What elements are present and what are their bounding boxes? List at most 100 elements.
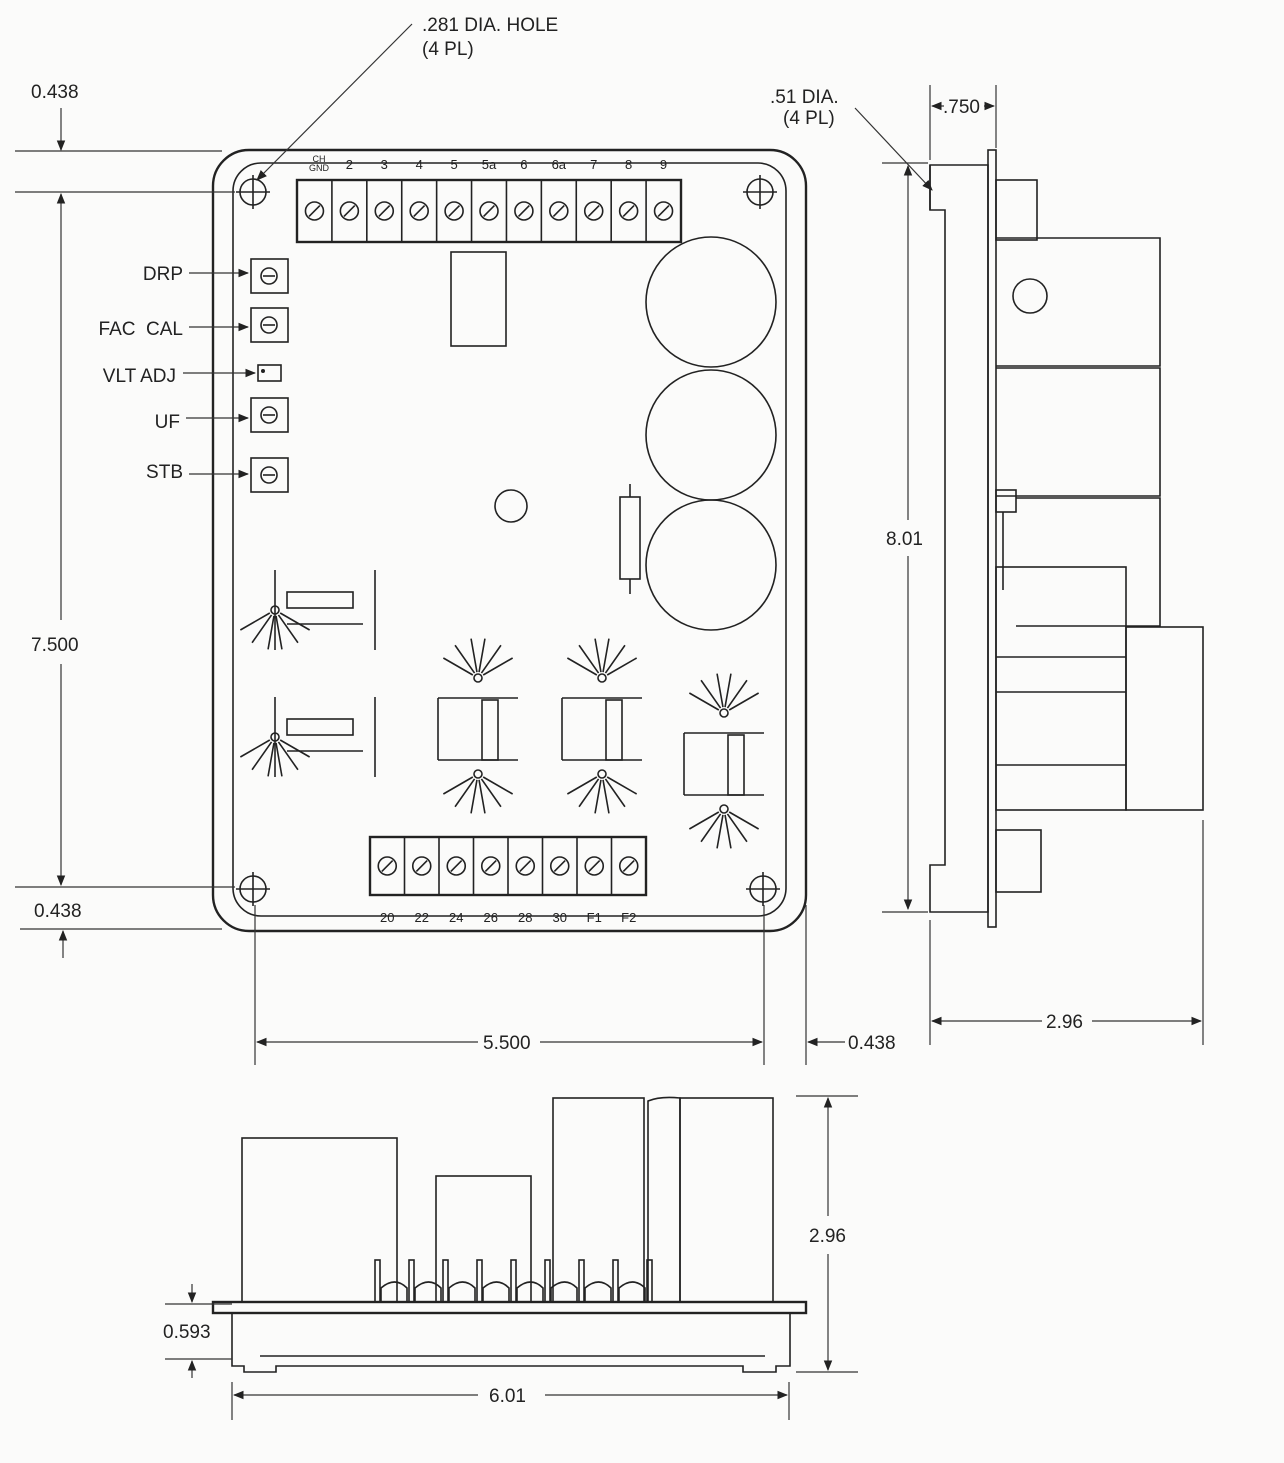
- drp-pot: [250, 258, 289, 294]
- terminal-top-label-3: 4: [416, 157, 423, 172]
- bottom-dimensions: [165, 1095, 858, 1420]
- terminal-top-screw-1: [339, 201, 360, 221]
- terminal-bottom-label-7: F2: [621, 910, 636, 925]
- terminal-top-label-0b: GND: [309, 163, 330, 173]
- terminal-bottom-label-1: 22: [415, 910, 429, 925]
- hole-note: .281 DIA. HOLE: [422, 15, 558, 36]
- vlt-adj-jack: [257, 364, 282, 382]
- terminal-top-screw-7: [549, 201, 569, 221]
- terminal-top-screw-4: [444, 201, 464, 221]
- dim-side-margin: 0.438: [848, 1033, 896, 1054]
- bottom-board: [211, 1300, 808, 1315]
- heat-sink-1: [239, 697, 376, 777]
- test-point: [494, 489, 528, 523]
- control-pots: [250, 258, 289, 493]
- terminal-bottom-screw-5: [549, 856, 570, 876]
- side-board: [987, 149, 997, 928]
- capacitor-2: [645, 369, 777, 501]
- terminal-bottom-screw-4: [515, 856, 536, 876]
- fac-cal-pot: [250, 307, 289, 343]
- terminal-top-label-9: 8: [625, 157, 632, 172]
- side-view: [929, 149, 1204, 928]
- bottom-heatsink-1: [552, 1097, 645, 1303]
- side-capacitor-1: [996, 237, 1161, 367]
- terminal-top-label-8: 7: [590, 157, 597, 172]
- dim-bottom-width: 6.01: [489, 1386, 526, 1407]
- side-cover: [929, 164, 989, 913]
- resistor: [619, 496, 641, 580]
- dim-side-width: 2.96: [1046, 1012, 1083, 1033]
- hole-top-left: [236, 175, 270, 209]
- side-heatsink: [995, 566, 1127, 811]
- heat-sink-2: [437, 638, 518, 814]
- top-terminal-strip: [295, 178, 683, 244]
- side-capacitor-3: [1016, 497, 1161, 627]
- bottom-capacitor: [241, 1137, 398, 1303]
- terminal-top-screw-10: [653, 201, 674, 221]
- terminal-top-label-2: 3: [381, 157, 388, 172]
- stud-note: .51 DIA.: [770, 87, 839, 108]
- dim-hole-spacing-h: 5.500: [483, 1033, 531, 1054]
- terminal-top-label-7: 6a: [552, 157, 567, 172]
- terminal-bottom-label-6: F1: [587, 910, 602, 925]
- hole-bottom-left: [236, 872, 270, 906]
- bottom-heatsink-2: [679, 1097, 774, 1303]
- uf-pot: [250, 397, 289, 433]
- terminal-top-label-10: 9: [660, 157, 667, 172]
- terminal-top-screw-6: [514, 201, 534, 221]
- hole-bottom-right: [746, 872, 780, 906]
- control-label-uf: UF: [155, 412, 180, 433]
- control-label-drp: DRP: [143, 264, 183, 285]
- terminal-top-label-0a: CH: [313, 154, 326, 164]
- terminal-bottom-screw-3: [480, 856, 501, 876]
- control-label-vlt-adj: VLT ADJ: [103, 366, 176, 387]
- dim-top-margin: 0.438: [31, 82, 79, 103]
- terminal-bottom-label-4: 28: [518, 910, 532, 925]
- dim-side-height: 8.01: [886, 529, 923, 550]
- hole-top-right: [743, 175, 777, 209]
- stb-pot: [250, 457, 289, 493]
- side-capacitor-2: [996, 367, 1161, 497]
- dim-side-depth: .750: [943, 97, 980, 118]
- terminal-top-screw-5: [479, 201, 499, 221]
- capacitor-3: [645, 499, 777, 631]
- heat-sink-4: [683, 673, 764, 849]
- terminal-top-label-5: 5a: [482, 157, 497, 172]
- terminal-bottom-label-3: 26: [484, 910, 498, 925]
- dim-hole-spacing-v: 7.500: [31, 635, 79, 656]
- bottom-terminal-strip: [368, 835, 648, 897]
- relay: [450, 251, 507, 347]
- dim-bottom-base: 0.593: [163, 1322, 211, 1343]
- bottom-terminal-pins: [374, 1259, 653, 1303]
- heat-sink-0: [239, 570, 376, 650]
- terminal-bottom-screw-6: [584, 856, 605, 876]
- heat-sinks: [239, 570, 764, 849]
- terminal-top-label-1: 2: [346, 157, 353, 172]
- capacitor-1: [645, 236, 777, 368]
- control-label-stb: STB: [146, 462, 183, 483]
- terminal-bottom-screw-0: [377, 856, 398, 876]
- dim-bottom-margin: 0.438: [34, 901, 82, 922]
- hole-count: (4 PL): [422, 39, 474, 60]
- control-label-fac-cal: FAC CAL: [99, 319, 183, 340]
- heat-sink-3: [561, 638, 642, 814]
- terminal-top-screw-8: [583, 201, 604, 221]
- terminal-bottom-label-5: 30: [553, 910, 567, 925]
- terminal-bottom-label-0: 20: [380, 910, 394, 925]
- terminal-top-screw-9: [618, 201, 639, 221]
- dim-bottom-height: 2.96: [809, 1226, 846, 1247]
- terminal-bottom-screw-7: [618, 856, 639, 876]
- front-dimensions: [15, 23, 845, 1065]
- terminal-top-screw-2: [374, 201, 395, 221]
- stud-count: (4 PL): [783, 108, 835, 129]
- terminal-bottom-screw-2: [446, 856, 467, 876]
- bottom-view: [211, 1096, 808, 1373]
- side-dimensions: [854, 85, 1204, 1045]
- terminal-top-label-6: 6: [520, 157, 527, 172]
- terminal-bottom-label-2: 24: [449, 910, 463, 925]
- terminal-top-screw-3: [409, 201, 429, 221]
- terminal-top-label-4: 5: [450, 157, 457, 172]
- terminal-bottom-screw-1: [411, 856, 432, 876]
